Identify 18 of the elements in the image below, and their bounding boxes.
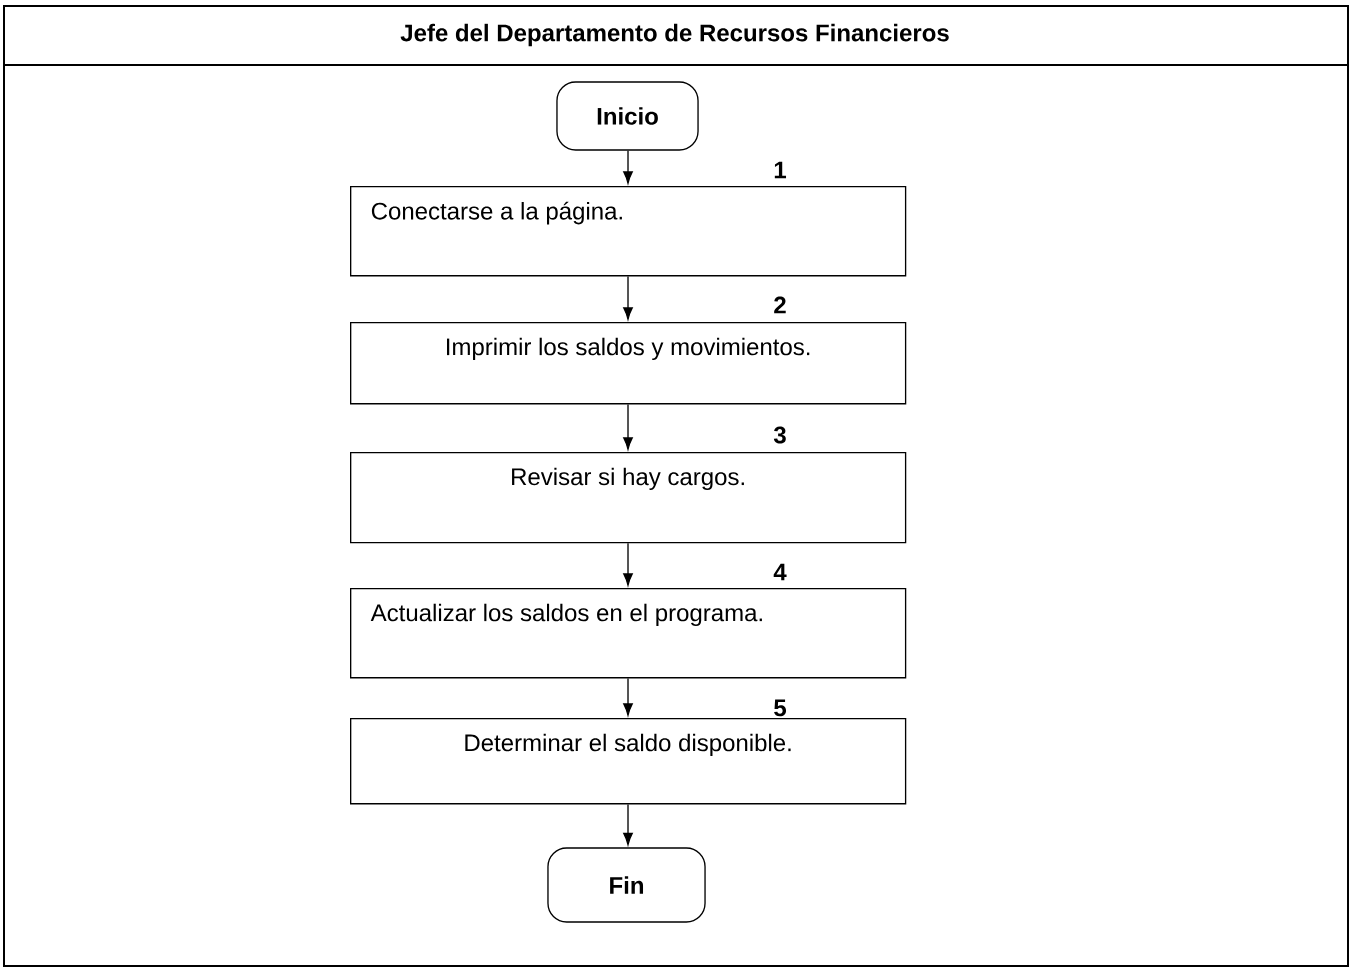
- process-box: Conectarse a la página.: [350, 186, 907, 277]
- step-number: 5: [774, 699, 787, 717]
- arrow: [623, 542, 633, 586]
- arrow: [623, 150, 633, 184]
- step-number: 3: [773, 426, 786, 444]
- process-box: Imprimir los saldos y movimientos.: [350, 322, 907, 405]
- step-number: 1: [774, 161, 787, 179]
- process-box: Revisar si hay cargos.: [350, 452, 907, 544]
- process-box: Determinar el saldo disponible.: [350, 718, 907, 805]
- arrow: [623, 803, 633, 846]
- process-box: Actualizar los saldos en el programa.: [350, 588, 907, 679]
- terminator: Fin: [547, 847, 706, 923]
- step-number: 2: [774, 296, 786, 314]
- step-number: 4: [773, 563, 787, 581]
- arrow: [623, 275, 633, 320]
- arrow: [623, 403, 633, 450]
- arrow: [623, 677, 633, 716]
- terminator: Inicio: [556, 81, 699, 151]
